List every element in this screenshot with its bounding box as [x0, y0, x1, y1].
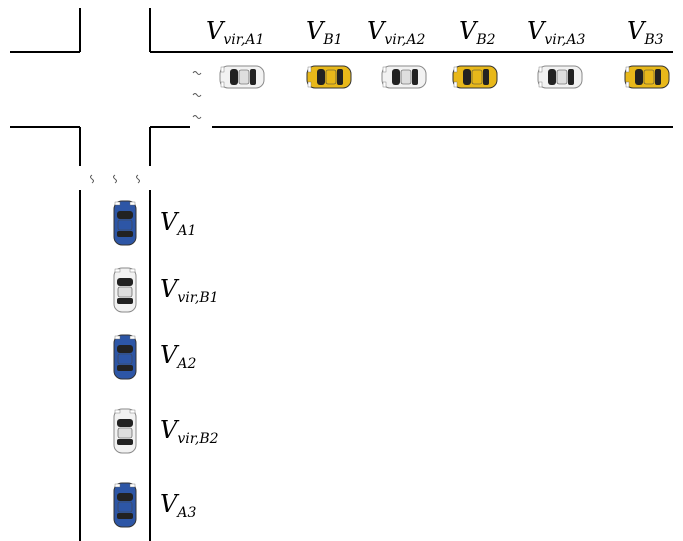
tilde-mark	[136, 174, 140, 184]
vertical-label-4-main: V	[160, 416, 178, 444]
horizontal-label-5-main: V	[527, 17, 545, 45]
vertical-label-3-main: V	[160, 341, 178, 369]
horizontal-label-6: VB3	[627, 19, 664, 47]
vertical-break-marks	[90, 174, 140, 184]
horizontal-vehicle-3	[381, 65, 427, 89]
vertical-vehicle-5	[113, 482, 137, 528]
horizontal-label-4-main: V	[459, 17, 477, 45]
horizontal-label-4: VB2	[459, 19, 496, 47]
horizontal-label-2-subscript: B1	[323, 32, 343, 48]
horizontal-label-5: Vvir,A3	[527, 19, 585, 47]
tilde-mark	[192, 115, 202, 119]
horizontal-label-3-main: V	[367, 17, 385, 45]
horizontal-label-5-subscript: vir,A3	[544, 32, 586, 48]
horizontal-label-4-subscript: B2	[476, 32, 496, 48]
horizontal-label-2-main: V	[306, 17, 324, 45]
vertical-label-5-subscript: A3	[177, 505, 197, 521]
tilde-mark	[192, 71, 202, 75]
vertical-label-5: VA3	[160, 492, 196, 520]
horizontal-vehicle-1	[219, 65, 265, 89]
horizontal-label-3: Vvir,A2	[367, 19, 425, 47]
vertical-vehicle-4	[113, 408, 137, 454]
horizontal-label-3-subscript: vir,A2	[384, 32, 426, 48]
vertical-vehicle-2	[113, 267, 137, 313]
vertical-label-3-subscript: A2	[177, 356, 197, 372]
vertical-label-3: VA2	[160, 343, 196, 371]
tilde-mark	[90, 174, 94, 184]
vertical-label-1-main: V	[160, 208, 178, 236]
horizontal-label-2: VB1	[306, 19, 343, 47]
vertical-vehicle-3	[113, 334, 137, 380]
horizontal-label-1-subscript: vir,A1	[223, 32, 265, 48]
horizontal-break-marks	[192, 71, 202, 119]
vertical-vehicle-1	[113, 200, 137, 246]
vertical-label-1: VA1	[160, 210, 196, 238]
horizontal-label-6-subscript: B3	[644, 32, 664, 48]
vertical-label-4: Vvir,B2	[160, 418, 219, 446]
tilde-mark	[113, 174, 117, 184]
horizontal-vehicle-2	[306, 65, 352, 89]
horizontal-vehicle-6	[624, 65, 670, 89]
horizontal-label-1-main: V	[206, 17, 224, 45]
horizontal-label-1: Vvir,A1	[206, 19, 264, 47]
tilde-mark	[192, 93, 202, 97]
vertical-label-1-subscript: A1	[177, 223, 197, 239]
horizontal-vehicle-5	[537, 65, 583, 89]
vertical-label-5-main: V	[160, 490, 178, 518]
vertical-label-2-subscript: vir,B1	[177, 290, 219, 306]
horizontal-label-6-main: V	[627, 17, 645, 45]
vertical-label-4-subscript: vir,B2	[177, 431, 219, 447]
horizontal-vehicle-4	[452, 65, 498, 89]
vertical-label-2: Vvir,B1	[160, 277, 219, 305]
vertical-label-2-main: V	[160, 275, 178, 303]
